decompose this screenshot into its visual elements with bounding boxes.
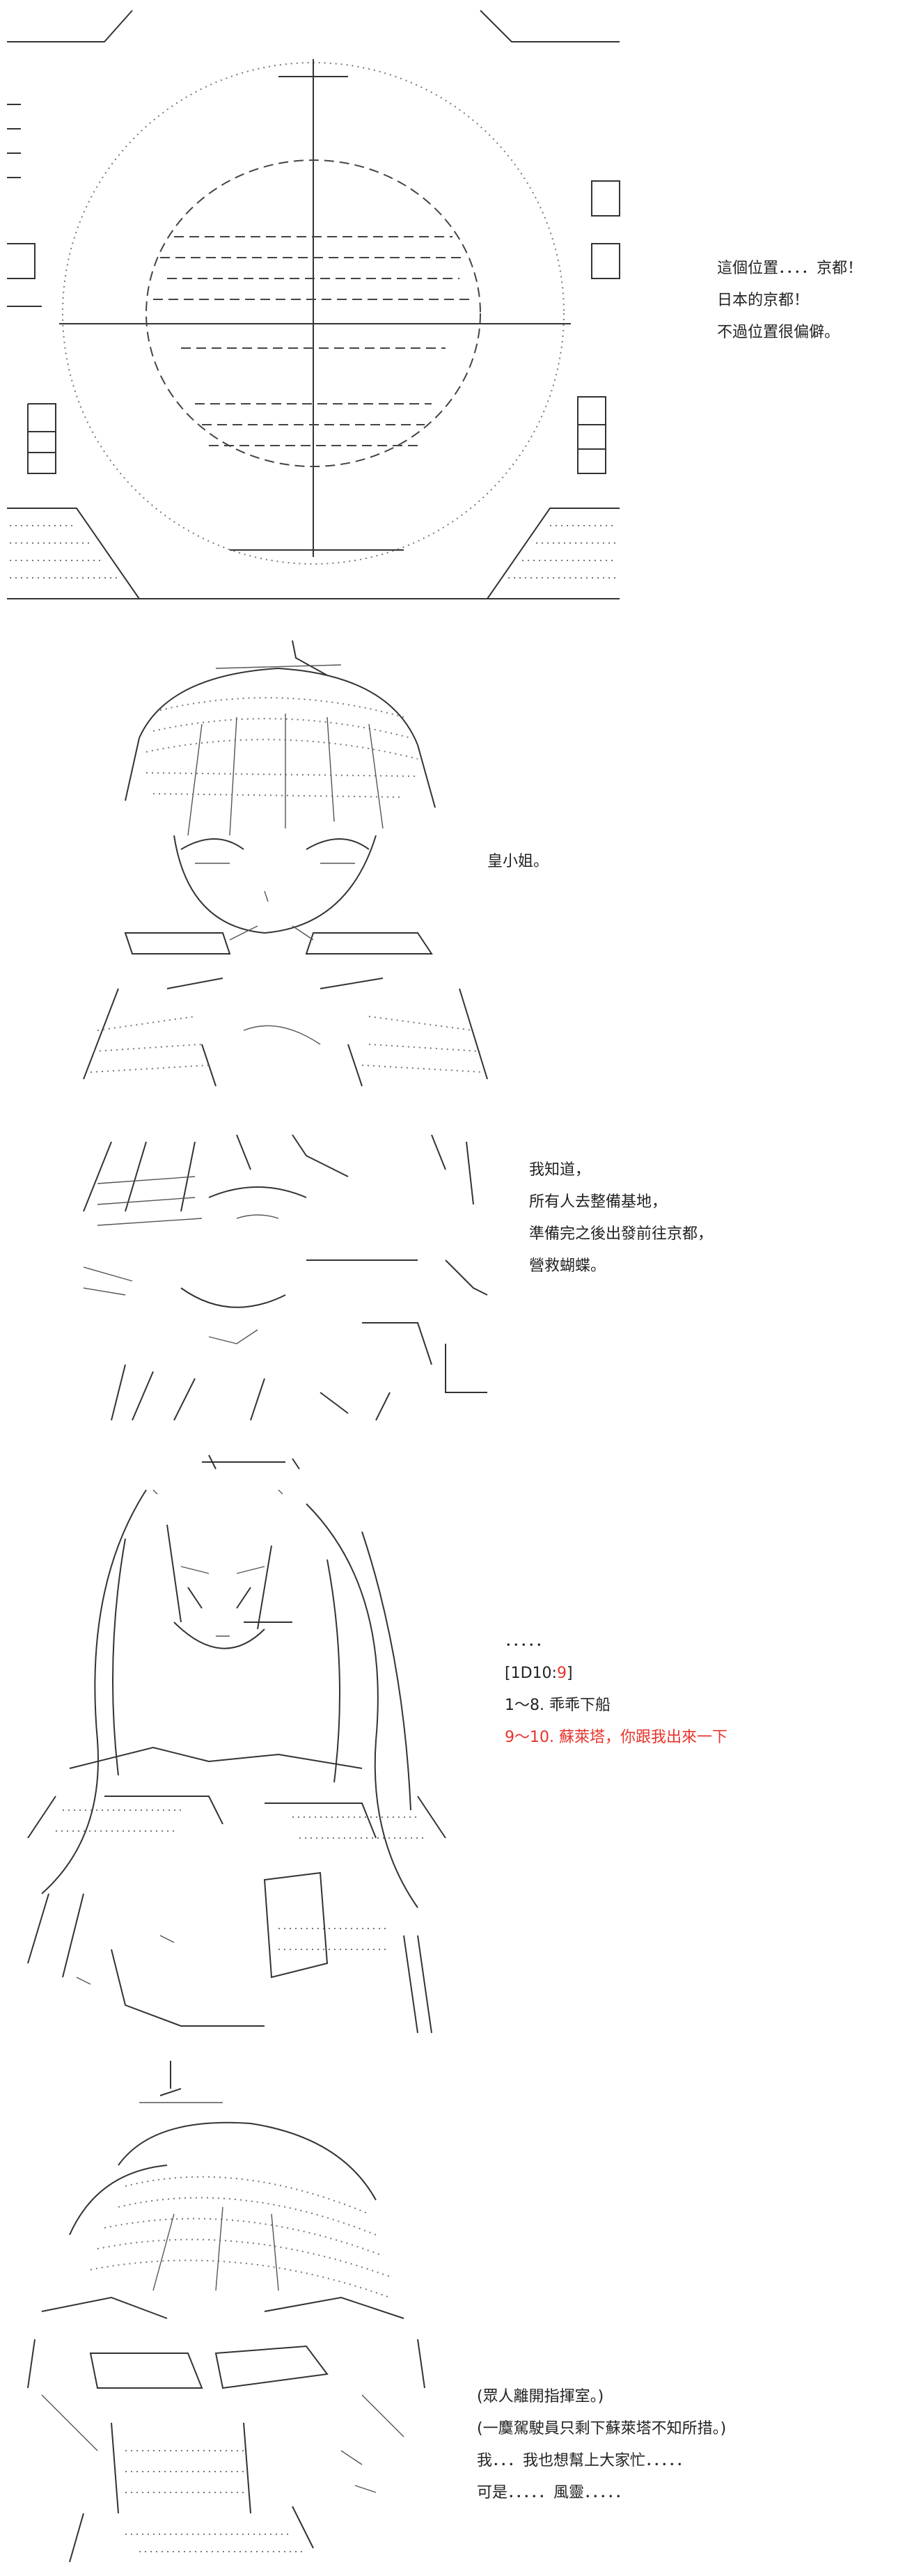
dialogue-line: ．．．．．: [505, 1633, 551, 1650]
character-portrait-art: [56, 627, 515, 1100]
dialogue-block-4: ．．．．． [1D10:9] 1～8. 乖乖下船 9～10. 蘇萊塔，你跟我出來…: [505, 1626, 727, 1754]
scope-reticle-art: [0, 0, 627, 613]
dialogue-line: 我．．．我也想幫上大家忙．．．．．: [477, 2452, 692, 2469]
dialogue-block-3: 我知道， 所有人去整備基地， 準備完之後出發前往京都， 營救蝴蝶。: [529, 1154, 713, 1282]
dialogue-block-1: 這個位置．．．．京都！ 日本的京都！ 不過位置很偏僻。: [717, 253, 863, 349]
dialogue-line-red: 9～10. 蘇萊塔，你跟我出來一下: [505, 1729, 727, 1746]
dialogue-line: (眾人離開指揮室。): [477, 2388, 604, 2405]
dialogue-line: 我知道，: [529, 1161, 591, 1179]
dialogue-line: 皇小姐。: [487, 853, 549, 870]
character-closeup-art: [56, 1114, 501, 1434]
dialogue-line: 準備完之後出發前往京都，: [529, 1225, 714, 1243]
long-hair-character-art: [0, 1448, 473, 2047]
bowing-character-art: [14, 2061, 432, 2562]
dialogue-line: 這個位置．．．．京都！: [717, 260, 863, 277]
dialogue-block-5: (眾人離開指揮室。) (一麌駕駛員只剩下蘇萊塔不知所措。) 我．．．我也想幫上大…: [477, 2381, 726, 2509]
panel-1: 這個位置．．．．京都！ 日本的京都！ 不過位置很偏僻。: [0, 0, 905, 613]
dice-roll-line: [1D10:9]: [505, 1658, 727, 1690]
dialogue-line: 營救蝴蝶。: [529, 1257, 606, 1275]
panel-4: ．．．．． [1D10:9] 1～8. 乖乖下船 9～10. 蘇萊塔，你跟我出來…: [0, 1448, 905, 2047]
dice-roll-result: 9: [556, 1665, 567, 1682]
dialogue-line: 日本的京都！: [717, 292, 810, 309]
dialogue-line: 不過位置很偏僻。: [717, 324, 840, 341]
dialogue-block-2: 皇小姐。: [487, 846, 549, 878]
dialogue-line: 可是．．．．．風靈．．．．．: [477, 2484, 631, 2502]
dice-roll-prefix: [1D10:: [505, 1665, 557, 1682]
panel-2: 皇小姐。: [0, 627, 905, 1100]
panel-3: 我知道， 所有人去整備基地， 準備完之後出發前往京都， 營救蝴蝶。: [0, 1114, 905, 1434]
dice-roll-suffix: ]: [566, 1665, 573, 1682]
dialogue-line: (一麌駕駛員只剩下蘇萊塔不知所措。): [477, 2420, 727, 2437]
panel-5: (眾人離開指揮室。) (一麌駕駛員只剩下蘇萊塔不知所措。) 我．．．我也想幫上大…: [0, 2061, 905, 2576]
dialogue-line: 1～8. 乖乖下船: [505, 1697, 611, 1714]
dialogue-line: 所有人去整備基地，: [529, 1193, 668, 1211]
